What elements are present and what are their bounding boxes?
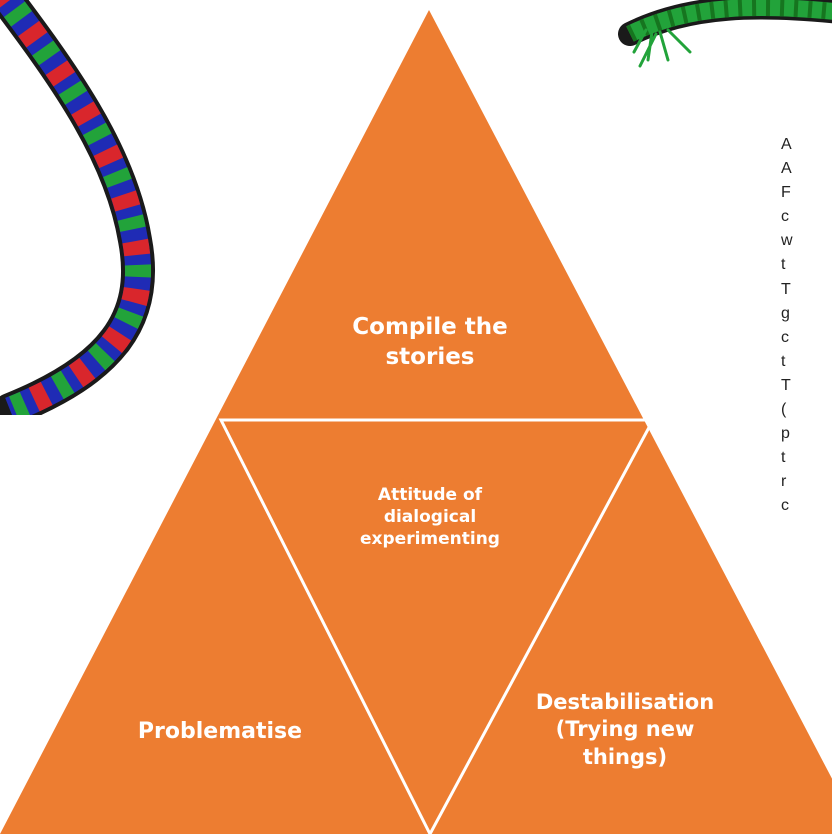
side-paragraph-2: T g c t T ( p t r c [781,281,791,514]
destabilisation-label: Destabilisation (Trying new things) [535,690,715,769]
attitude-of-dialogical-experimenting-label: Attitude of dialogical experimenting [360,485,500,550]
center-triangle [218,418,656,838]
outer-triangle [0,10,832,834]
side-paragraph-1: A A F c w t [781,136,793,273]
problematise-label: Problematise [137,719,303,744]
compile-the-stories-label: Compile the stories [352,314,508,370]
multicolour-rope-icon [0,0,156,415]
green-rope-icon [618,0,832,68]
